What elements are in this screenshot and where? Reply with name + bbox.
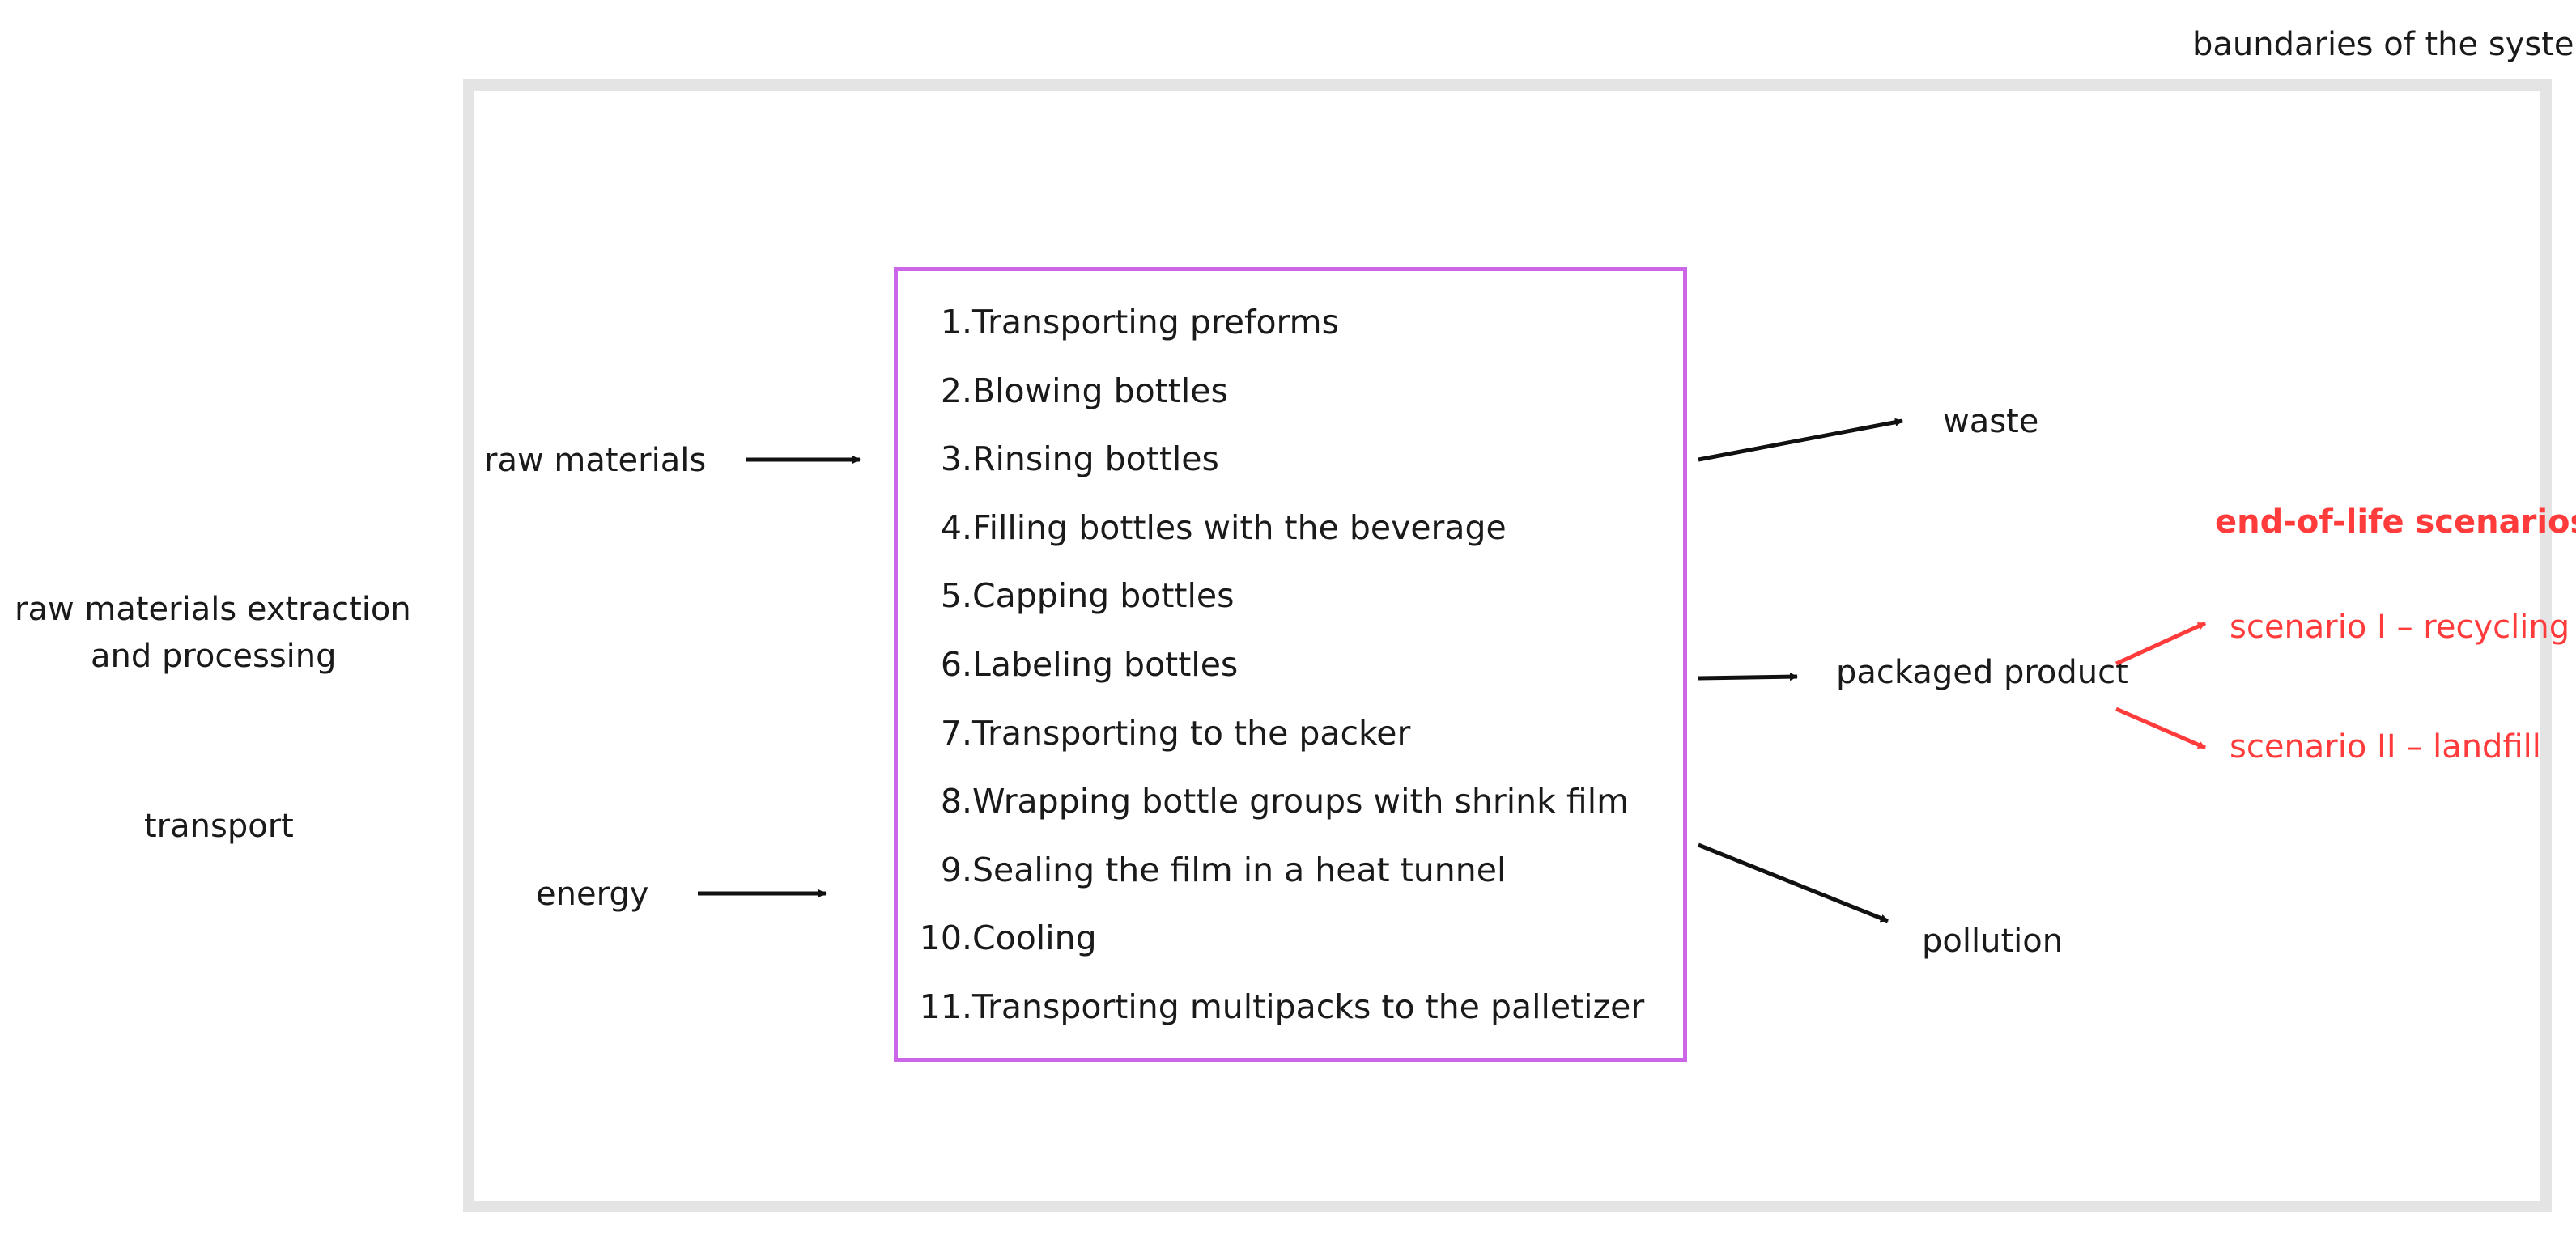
process-step-number: 9. — [940, 850, 972, 889]
transport-label: transport — [144, 808, 294, 845]
process-step-number: 4. — [940, 507, 972, 547]
process-step: 7.Transporting to the packer — [898, 713, 1411, 753]
packaged-product-arrow — [1698, 673, 1798, 681]
process-step-text: Rinsing bottles — [972, 439, 1219, 479]
process-step-number: 8. — [940, 782, 972, 821]
process-step-text: Labeling bottles — [972, 645, 1239, 684]
process-step-text: Transporting to the packer — [972, 713, 1411, 753]
waste-output: waste — [1943, 403, 2039, 440]
waste-arrow — [1698, 418, 1903, 462]
process-step-number: 7. — [940, 713, 972, 753]
end-of-life-title: end-of-life scenarios — [2215, 503, 2576, 541]
process-step-text: Wrapping bottle groups with shrink film — [972, 782, 1630, 821]
process-step-text: Capping bottles — [972, 576, 1235, 616]
pollution-output: pollution — [1922, 923, 2064, 960]
process-step: 9.Sealing the film in a heat tunnel — [898, 850, 1507, 890]
process-step: 5.Capping bottles — [898, 575, 1235, 616]
process-step-number: 11. — [919, 987, 972, 1026]
recycling-arrow — [2115, 621, 2207, 666]
scenario-recycling: scenario I – recycling — [2230, 609, 2570, 646]
process-step-number: 2. — [940, 371, 972, 410]
process-step: 2.Blowing bottles — [898, 371, 1228, 411]
process-step-number: 10. — [919, 919, 972, 958]
process-step-text: Sealing the film in a heat tunnel — [972, 850, 1507, 889]
process-step-number: 5. — [940, 576, 972, 616]
process-step-number: 1. — [940, 303, 972, 342]
process-step-text: Filling bottles with the beverage — [972, 507, 1507, 547]
process-step: 1.Transporting preforms — [898, 302, 1339, 342]
pollution-arrow — [1698, 842, 1889, 923]
landfill-arrow — [2115, 706, 2206, 750]
system-boundary — [463, 79, 2552, 1212]
process-step: 4.Filling bottles with the beverage — [898, 507, 1507, 548]
process-step-text: Transporting preforms — [972, 303, 1339, 342]
process-step: 6.Labeling bottles — [898, 644, 1238, 685]
extraction-label-line1: raw materials extraction — [15, 591, 411, 628]
scenario-landfill: scenario II – landfill — [2230, 728, 2541, 766]
process-step-text: Blowing bottles — [972, 371, 1228, 410]
process-step-number: 3. — [940, 439, 972, 479]
process-step-text: Cooling — [972, 919, 1097, 958]
process-step: 3.Rinsing bottles — [898, 439, 1219, 479]
process-step-number: 6. — [940, 645, 972, 684]
extraction-label-line2: and processing — [91, 638, 337, 675]
system-boundary-label: baundaries of the system — [2192, 26, 2576, 63]
process-step: 11.Transporting multipacks to the pallet… — [898, 987, 1644, 1027]
process-step: 8.Wrapping bottle groups with shrink fil… — [898, 781, 1629, 821]
energy-input: energy — [536, 876, 649, 913]
packaged-product-output: packaged product — [1836, 654, 2128, 691]
process-step-text: Transporting multipacks to the palletize… — [972, 987, 1645, 1026]
process-step: 10.Cooling — [898, 918, 1097, 958]
raw-materials-input: raw materials — [484, 442, 707, 479]
